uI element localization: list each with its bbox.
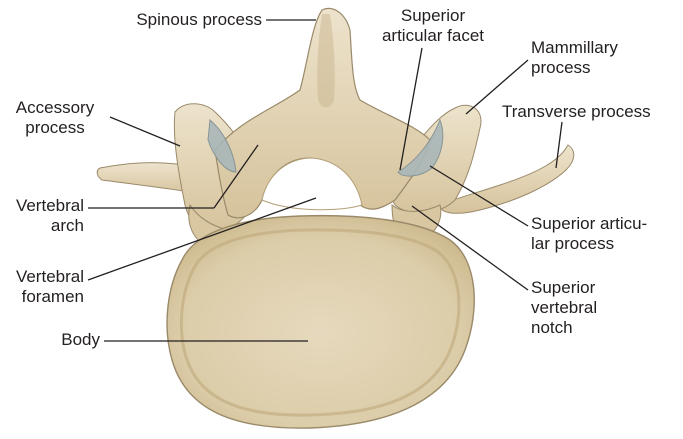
label-vertebral-foramen: Vertebral foramen bbox=[0, 267, 84, 307]
label-spinous-process: Spinous process bbox=[92, 10, 262, 30]
label-superior-articular-process: Superior articu- lar process bbox=[531, 214, 647, 254]
label-superior-articular-facet: Superior articular facet bbox=[368, 6, 498, 46]
label-vertebral-arch: Vertebral arch bbox=[0, 196, 84, 236]
label-transverse-process: Transverse process bbox=[502, 102, 651, 122]
label-body: Body bbox=[0, 330, 100, 350]
label-accessory-process: Accessory process bbox=[5, 98, 105, 138]
label-superior-vertebral-notch: Superior vertebral notch bbox=[531, 278, 597, 338]
label-mammillary-process: Mammillary process bbox=[531, 38, 618, 78]
